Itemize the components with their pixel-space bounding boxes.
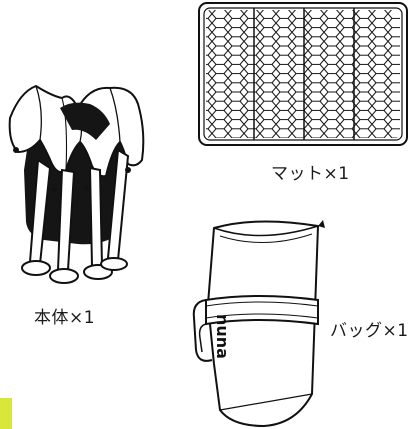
mattress-illustration — [196, 0, 412, 156]
mattress-label: マット×1 — [271, 164, 350, 184]
carry-bag-illustration: nuna — [186, 214, 326, 429]
folded-playard-illustration — [0, 0, 180, 300]
playard-label: 本体×1 — [34, 308, 96, 328]
bag-logo: nuna — [213, 314, 232, 359]
accent-marker — [0, 398, 12, 429]
folded-playard-frame — [8, 85, 145, 284]
bag-label: バッグ×1 — [330, 321, 409, 341]
